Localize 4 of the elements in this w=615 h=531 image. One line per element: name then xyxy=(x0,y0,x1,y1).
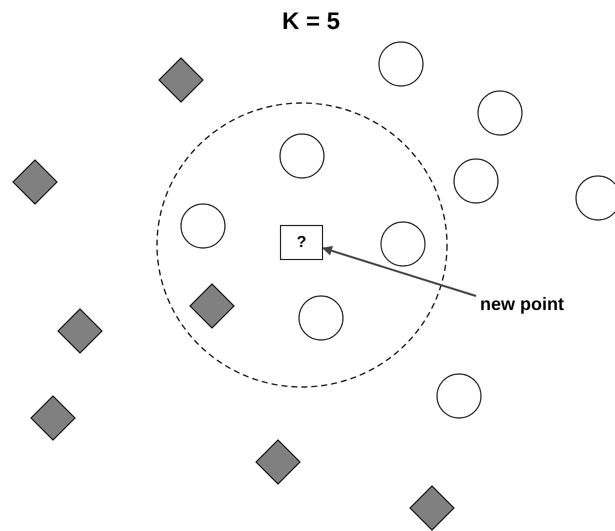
arrow xyxy=(322,246,476,297)
point-label: new point xyxy=(480,292,598,316)
query-box: ? xyxy=(280,225,323,260)
title: K = 5 xyxy=(282,8,340,36)
